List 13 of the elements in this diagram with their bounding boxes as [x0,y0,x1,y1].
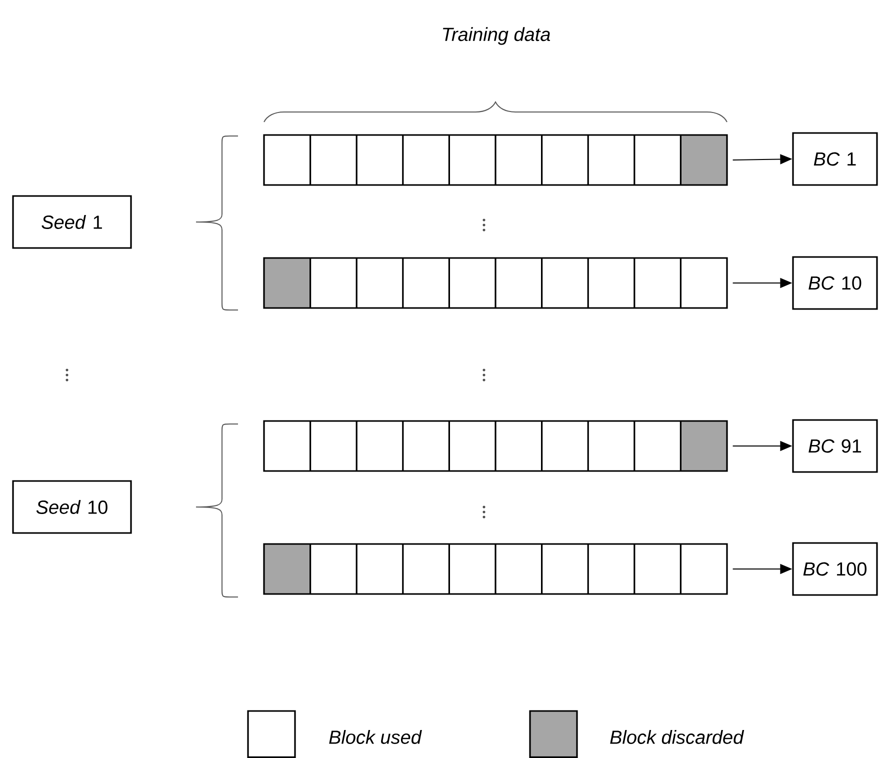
legend-label: Block discarded [610,730,744,744]
seed-box: Seed 10 [12,480,132,534]
output-box: BC 91 [792,419,878,473]
block-strip [263,257,728,309]
output-box: BC 100 [792,542,878,596]
output-box: BC 1 [792,132,878,186]
legend-label: Block used [329,730,422,744]
block-strip [263,134,728,186]
output-box: BC 10 [792,256,878,310]
heading: Training data [442,27,550,45]
block-strip [263,543,728,595]
block-strip [263,420,728,472]
seed-box: Seed 1 [12,195,132,249]
